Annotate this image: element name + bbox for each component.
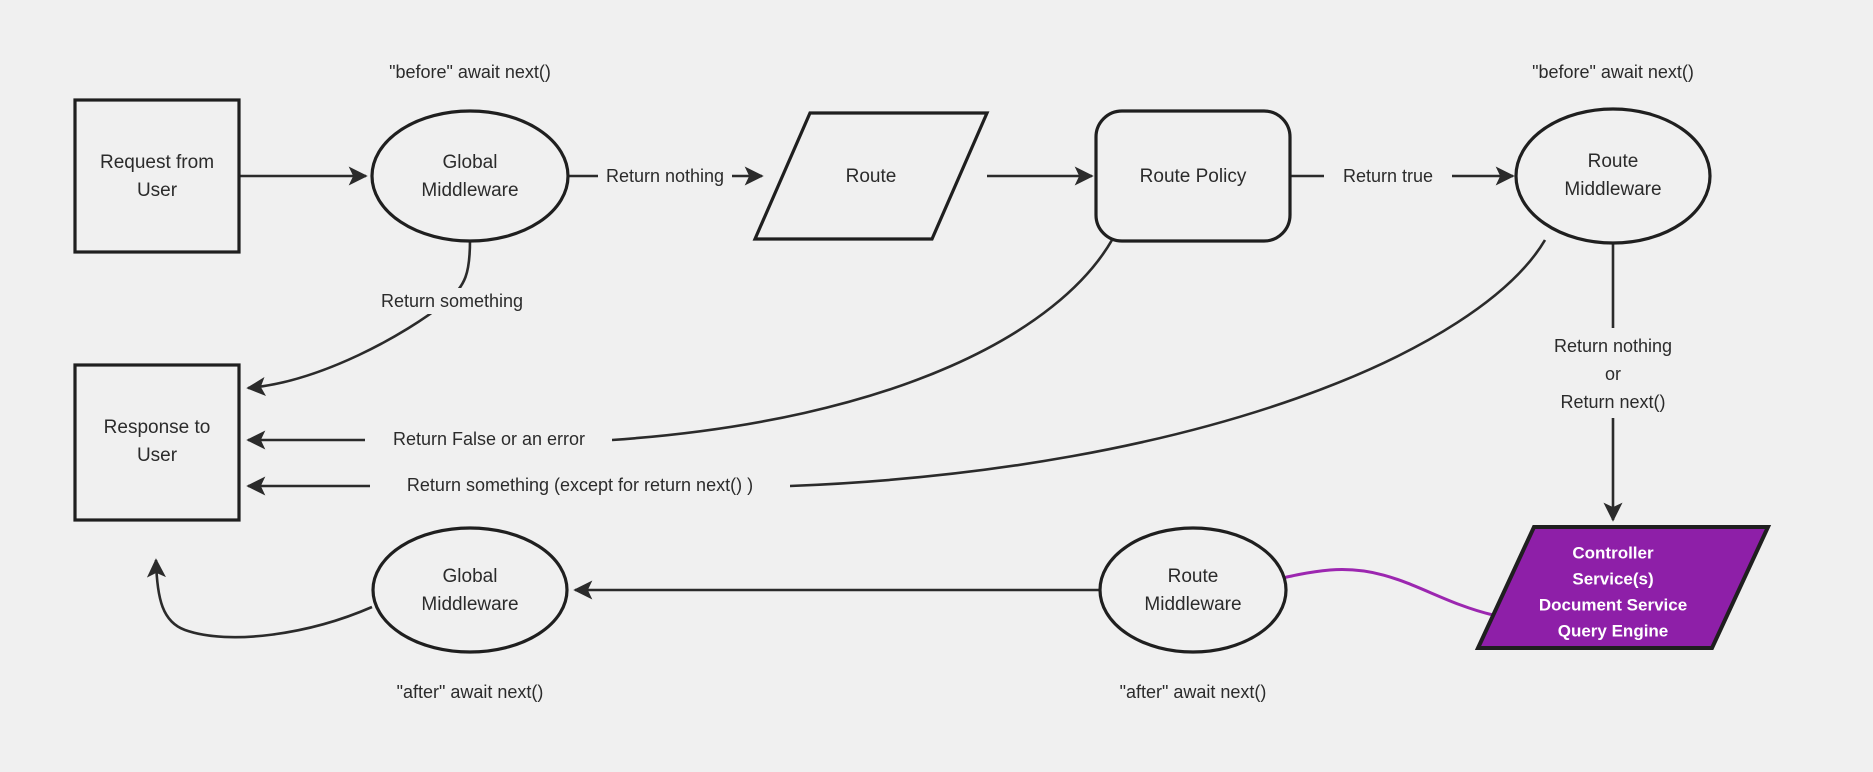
edge-label-return-something-text: Return something [381,291,523,311]
edge-label-return-nothing-line3: Return next() [1560,392,1665,412]
edge-label-return-nothing-text: Return nothing [606,166,724,186]
node-controller-line2: Service(s) [1572,569,1653,588]
node-response-to-user[interactable]: Response to User [73,363,241,522]
edge-label-return-true: Return true [1324,163,1452,189]
node-route-middleware-bottom-line2: Middleware [1144,594,1241,615]
node-controller-line1: Controller [1572,543,1654,562]
edge-label-return-nothing-or-next: Return nothing or Return next() [1530,332,1696,416]
node-global-middleware-top[interactable]: Global Middleware [370,109,570,243]
node-controller-services[interactable]: Controller Service(s) Document Service Q… [1474,525,1772,650]
node-request-from-user-line1: Request from [100,152,214,173]
edge-label-return-false-or-error-text: Return False or an error [393,429,585,449]
annotation-after-await-next-global: "after" await next() [397,682,544,702]
node-response-to-user-line2: User [137,445,178,466]
edge-label-return-something-except: Return something (except for return next… [370,473,790,499]
node-route[interactable]: Route [752,111,990,241]
node-route-middleware-bottom-line1: Route [1168,566,1219,587]
node-global-middleware-bottom-line2: Middleware [421,594,518,615]
edge-global-middleware-return-something [246,239,472,397]
node-route-middleware-top-line2: Middleware [1564,179,1661,200]
node-controller-line3: Document Service [1539,595,1687,614]
edge-label-return-something: Return something [362,288,542,314]
node-global-middleware-bottom-line1: Global [443,566,498,587]
edge-label-return-something-except-text: Return something (except for return next… [407,475,753,495]
node-route-middleware-top[interactable]: Route Middleware [1514,107,1712,245]
node-route-policy[interactable]: Route Policy [1094,109,1292,243]
edge-label-return-nothing-line2: or [1605,364,1621,384]
edge-label-return-nothing-line1: Return nothing [1554,336,1672,356]
edge-label-return-true-text: Return true [1343,166,1433,186]
edge-route-middleware-return-something-except [789,239,1547,488]
node-global-middleware-top-line1: Global [443,152,498,173]
node-global-middleware-top-line2: Middleware [421,180,518,201]
node-route-middleware-top-line1: Route [1588,151,1639,172]
node-route-policy-label: Route Policy [1140,166,1247,187]
annotation-before-await-next-global: "before" await next() [389,62,551,82]
node-global-middleware-bottom[interactable]: Global Middleware [371,526,569,654]
node-controller-line4: Query Engine [1558,621,1669,640]
node-response-to-user-line1: Response to [104,417,211,438]
edge-route-policy-return-false [611,239,1114,442]
node-request-from-user[interactable]: Request from User [73,98,241,254]
edge-global-middleware-bottom-to-response [146,558,373,639]
edge-label-return-false-or-error: Return False or an error [366,427,612,453]
node-route-label: Route [846,166,897,187]
annotation-after-await-next-route: "after" await next() [1120,682,1267,702]
edge-label-return-nothing: Return nothing [598,163,732,189]
node-route-middleware-bottom[interactable]: Route Middleware [1098,526,1288,654]
node-request-from-user-line2: User [137,180,178,201]
annotation-before-await-next-route: "before" await next() [1532,62,1694,82]
